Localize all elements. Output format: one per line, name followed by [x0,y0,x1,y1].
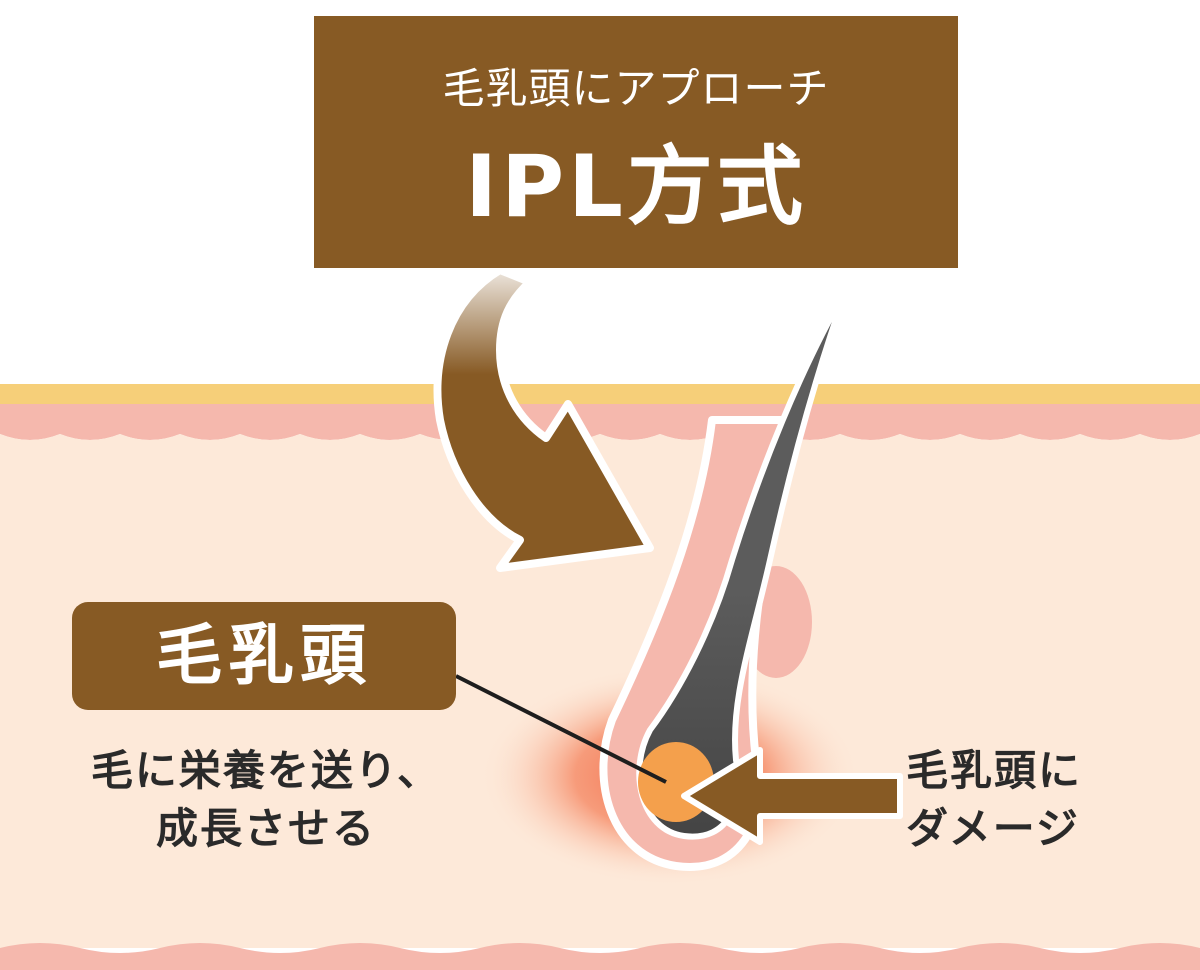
epidermis-layer [0,404,1200,440]
title-subtitle: 毛乳頭にアプローチ [442,64,830,113]
damage-caption: 毛乳頭に ダメージ [906,742,1146,858]
hair-shaft [636,287,849,840]
papilla-description-line1: 毛に栄養を送り、 [90,746,442,795]
papilla-description-line2: 成長させる [155,804,376,853]
approach-arrow [433,266,654,572]
title-main: IPL方式 [465,137,807,237]
damage-caption-line2: ダメージ [906,804,1080,853]
leader-line [455,674,667,784]
papilla-label: 毛乳頭 [156,617,372,694]
damage-arrow [681,747,903,845]
damage-caption-line1: 毛乳頭に [906,746,1083,795]
title-banner: 毛乳頭にアプローチ IPL方式 [314,16,958,268]
papilla-description: 毛に栄養を送り、 成長させる [86,742,446,858]
bottom-layer [0,943,1200,970]
papilla-label-box: 毛乳頭 [72,602,456,710]
